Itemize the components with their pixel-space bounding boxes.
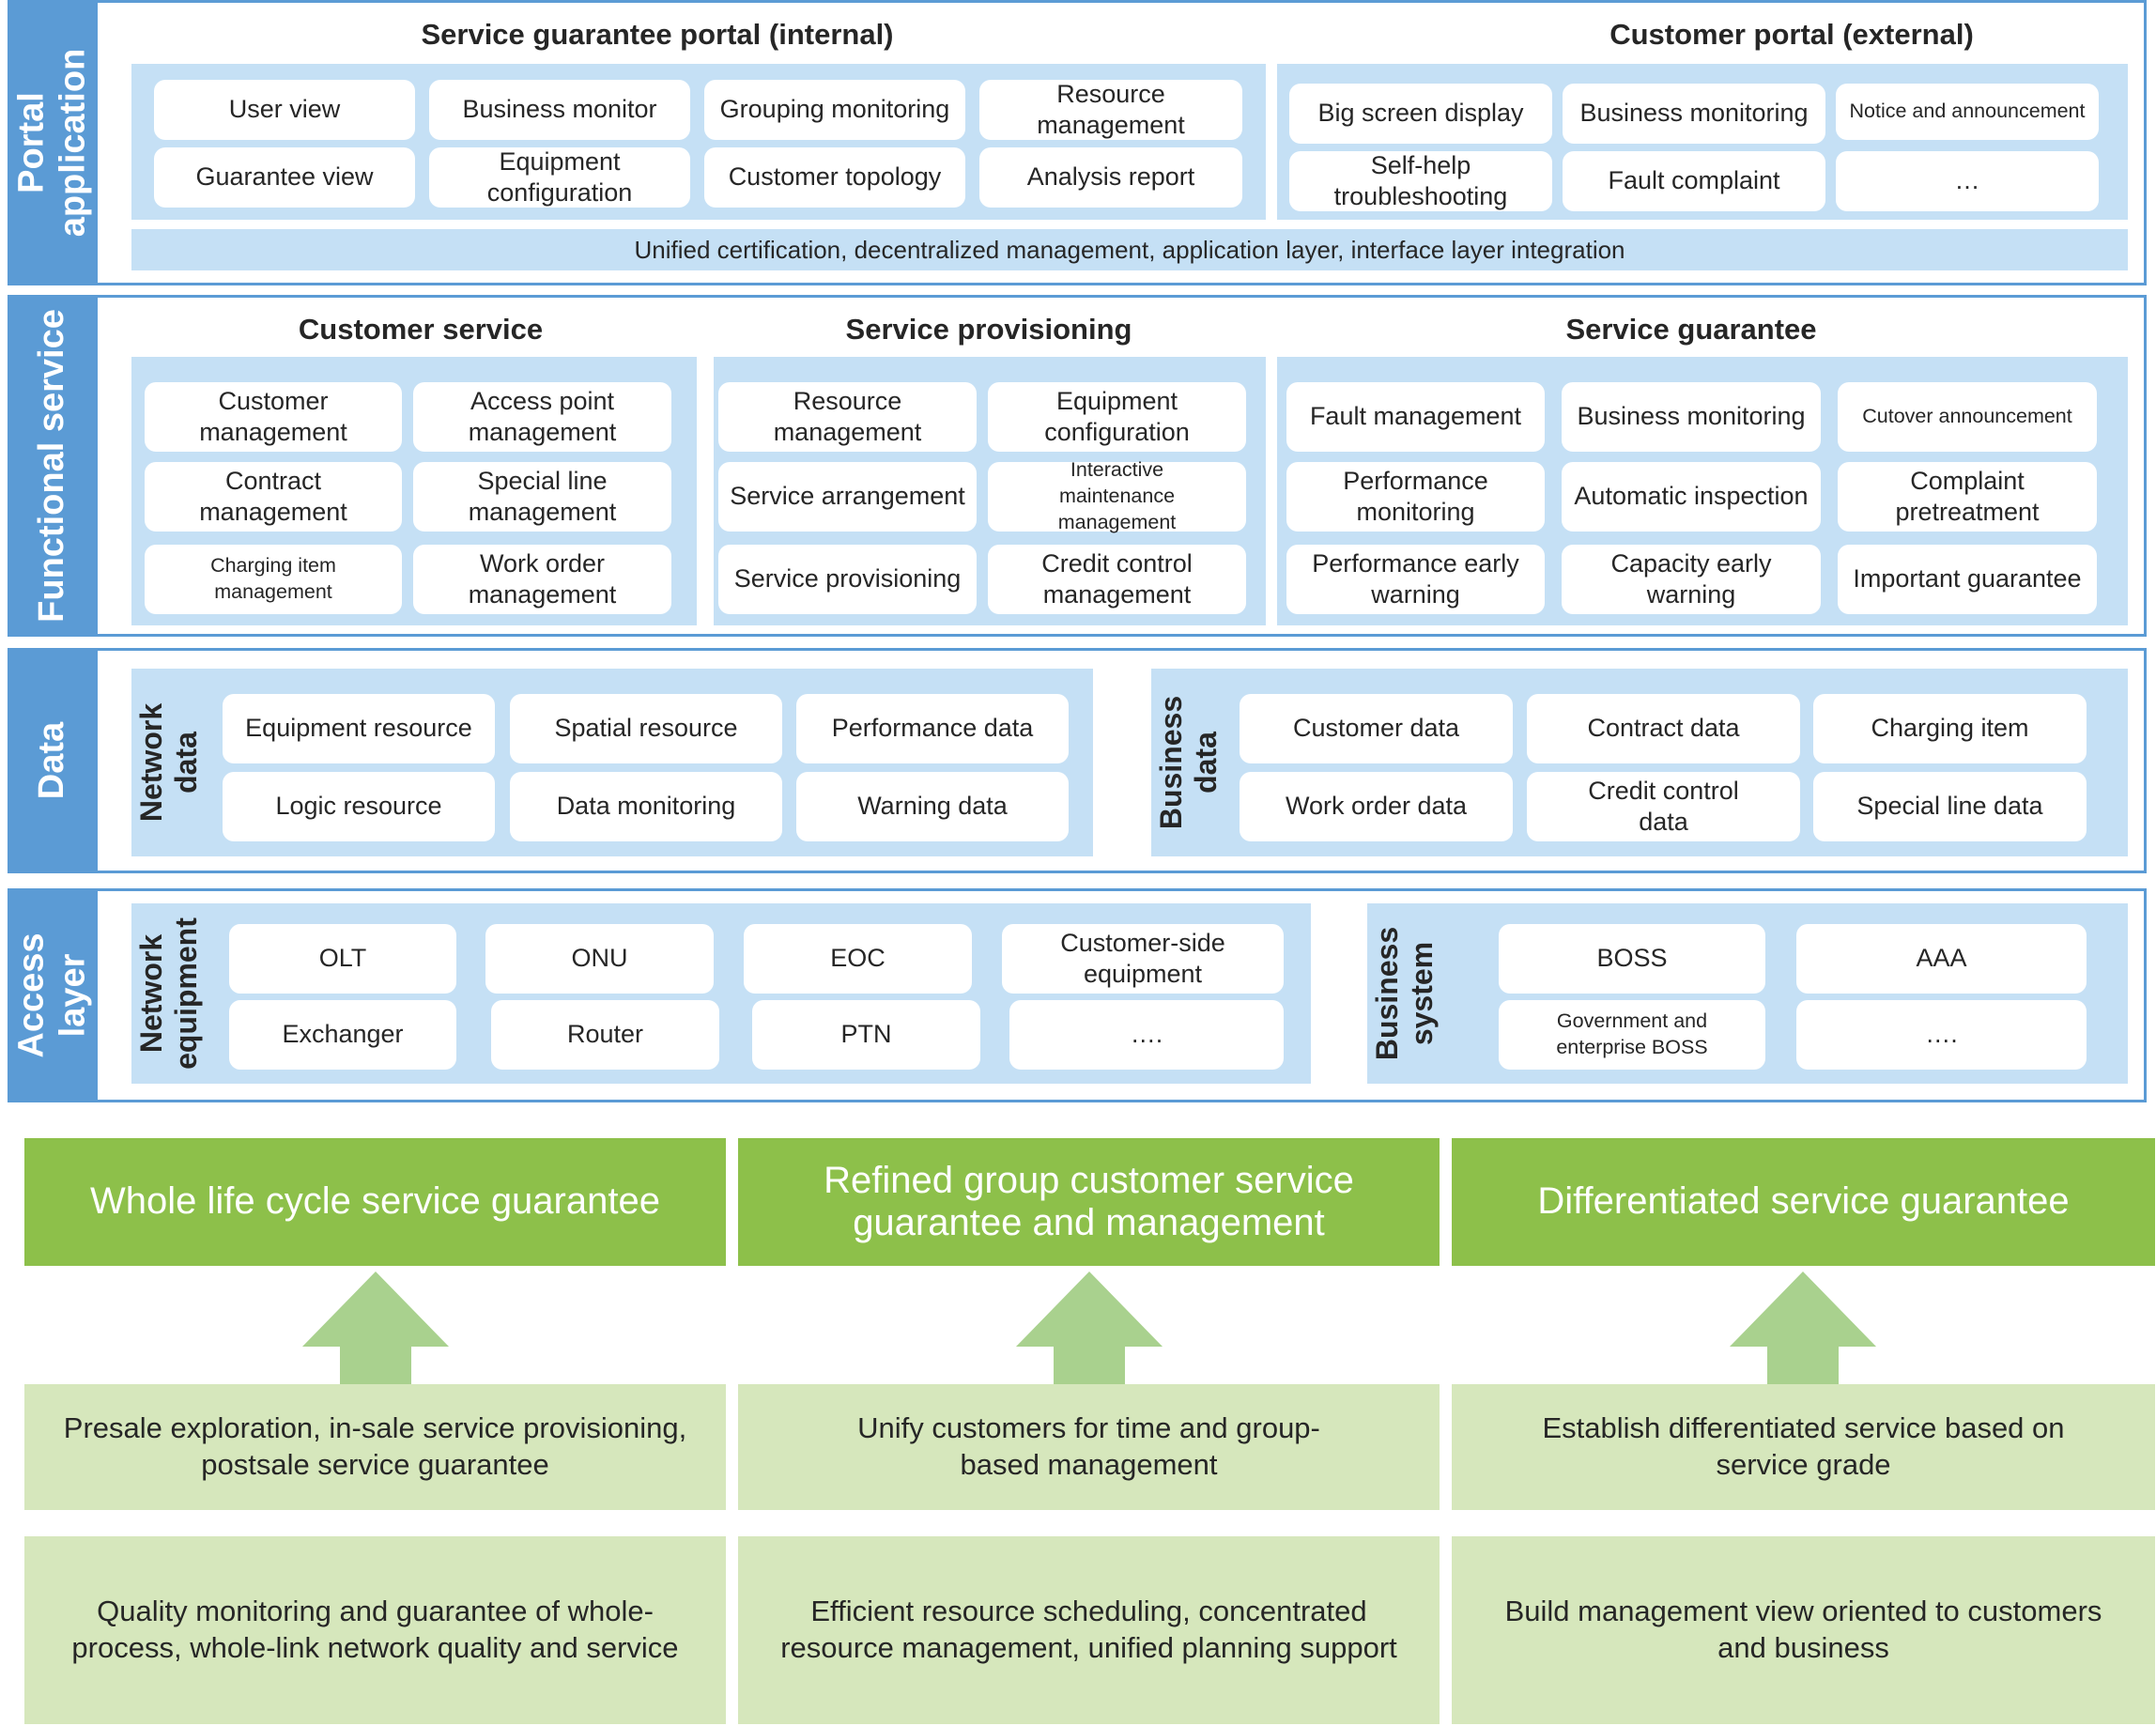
business-data-label: Business data [1154, 695, 1223, 830]
sp-resource-management: Resource management [718, 382, 977, 452]
upward-arrow-icon [1016, 1271, 1163, 1384]
sg-complaint-pretreatment: Complaint pretreatment [1838, 462, 2097, 532]
ne-olt: OLT [229, 924, 456, 994]
ne-eoc: EOC [744, 924, 972, 994]
cs-work-order-management: Work order management [413, 545, 671, 614]
goal-1-detail: Quality monitoring and guarantee of whol… [24, 1536, 726, 1724]
bs-more-ellipsis: …. [1796, 1000, 2087, 1070]
portal-equipment-configuration: Equipment configuration [429, 147, 690, 208]
portal-big-screen-display: Big screen display [1289, 84, 1552, 144]
ne-onu: ONU [485, 924, 714, 994]
sg-capacity-early-warning: Capacity early warning [1562, 545, 1821, 614]
goal-2-detail: Efficient resource scheduling, concentra… [738, 1536, 1440, 1724]
sg-business-monitoring: Business monitoring [1562, 382, 1821, 452]
sg-automatic-inspection: Automatic inspection [1562, 462, 1821, 532]
portal-resource-management: Resource management [979, 80, 1242, 140]
business-system-label: Business system [1370, 926, 1439, 1061]
customer-service-title: Customer service [298, 313, 544, 346]
portal-business-monitoring: Business monitoring [1563, 84, 1825, 144]
access-layer-label: Access layer [8, 888, 98, 1102]
network-data-label: Network data [134, 702, 203, 823]
data-layer-label: Data [8, 648, 98, 873]
cs-access-point-management: Access point management [413, 382, 671, 452]
portal-external-title: Customer portal (external) [1609, 18, 1974, 51]
ne-router: Router [491, 1000, 719, 1070]
bs-government-enterprise-boss: Government and enterprise BOSS [1499, 1000, 1765, 1070]
portal-customer-topology: Customer topology [704, 147, 965, 208]
goal-whole-life-cycle: Whole life cycle service guarantee [24, 1138, 726, 1266]
nd-equipment-resource: Equipment resource [223, 694, 495, 763]
bs-aaa: AAA [1796, 924, 2087, 994]
nd-performance-data: Performance data [796, 694, 1069, 763]
portal-fault-complaint: Fault complaint [1563, 151, 1825, 211]
data-layer-title: Data [32, 721, 72, 800]
sp-equipment-configuration: Equipment configuration [988, 382, 1246, 452]
goal-2-description: Unify customers for time and group-based… [738, 1384, 1440, 1510]
portal-more-ellipsis: … [1836, 151, 2099, 211]
sp-service-arrangement: Service arrangement [718, 462, 977, 532]
goal-differentiated-service: Differentiated service guarantee [1452, 1138, 2155, 1266]
portal-layer-label: Portal application [8, 0, 98, 285]
cs-special-line-management: Special line management [413, 462, 671, 532]
service-guarantee-title: Service guarantee [1565, 313, 1817, 346]
ne-more-ellipsis: …. [1009, 1000, 1284, 1070]
bd-contract-data: Contract data [1527, 694, 1800, 763]
ne-customer-side-equipment: Customer-side equipment [1002, 924, 1284, 994]
functional-layer-title: Functional service [32, 309, 72, 623]
ne-ptn: PTN [752, 1000, 980, 1070]
sg-important-guarantee: Important guarantee [1838, 545, 2097, 614]
goal-refined-group-customer: Refined group customer service guarantee… [738, 1138, 1440, 1266]
nd-data-monitoring: Data monitoring [510, 772, 782, 841]
service-provisioning-title: Service provisioning [845, 313, 1132, 346]
bd-work-order-data: Work order data [1240, 772, 1513, 841]
portal-analysis-report: Analysis report [979, 147, 1242, 208]
sg-performance-early-warning: Performance early warning [1286, 545, 1545, 614]
upward-arrow-icon [1730, 1271, 1876, 1384]
bd-credit-control-data: Credit control data [1527, 772, 1800, 841]
nd-logic-resource: Logic resource [223, 772, 495, 841]
cs-customer-management: Customer management [145, 382, 402, 452]
bd-customer-data: Customer data [1240, 694, 1513, 763]
nd-spatial-resource: Spatial resource [510, 694, 782, 763]
nd-warning-data: Warning data [796, 772, 1069, 841]
access-layer-title: Access layer [11, 932, 92, 1058]
portal-business-monitor: Business monitor [429, 80, 690, 140]
ne-exchanger: Exchanger [229, 1000, 456, 1070]
goal-3-description: Establish differentiated service based o… [1452, 1384, 2155, 1510]
cs-contract-management: Contract management [145, 462, 402, 532]
portal-layer-title: Portal application [11, 48, 92, 238]
bd-special-line-data: Special line data [1813, 772, 2087, 841]
portal-guarantee-view: Guarantee view [154, 147, 415, 208]
functional-layer-label: Functional service [8, 295, 98, 637]
network-equipment-label: Network equipment [134, 917, 203, 1070]
upward-arrow-icon [302, 1271, 449, 1384]
portal-internal-title: Service guarantee portal (internal) [421, 18, 894, 51]
sg-performance-monitoring: Performance monitoring [1286, 462, 1545, 532]
sp-credit-control-management: Credit control management [988, 545, 1246, 614]
sg-fault-management: Fault management [1286, 382, 1545, 452]
goal-1-description: Presale exploration, in-sale service pro… [24, 1384, 726, 1510]
bd-charging-item: Charging item [1813, 694, 2087, 763]
cs-charging-item-management: Charging item management [145, 545, 402, 614]
sp-service-provisioning: Service provisioning [718, 545, 977, 614]
portal-self-help-troubleshooting: Self-help troubleshooting [1289, 151, 1552, 211]
sg-cutover-announcement: Cutover announcement [1838, 382, 2097, 452]
portal-grouping-monitoring: Grouping monitoring [704, 80, 965, 140]
portal-user-view: User view [154, 80, 415, 140]
portal-notice-announcement: Notice and announcement [1836, 84, 2099, 140]
goal-3-detail: Build management view oriented to custom… [1452, 1536, 2155, 1724]
sp-interactive-maintenance-management: Interactive maintenance management [988, 458, 1246, 533]
bs-boss: BOSS [1499, 924, 1765, 994]
portal-integration-band: Unified certification, decentralized man… [131, 229, 2128, 270]
